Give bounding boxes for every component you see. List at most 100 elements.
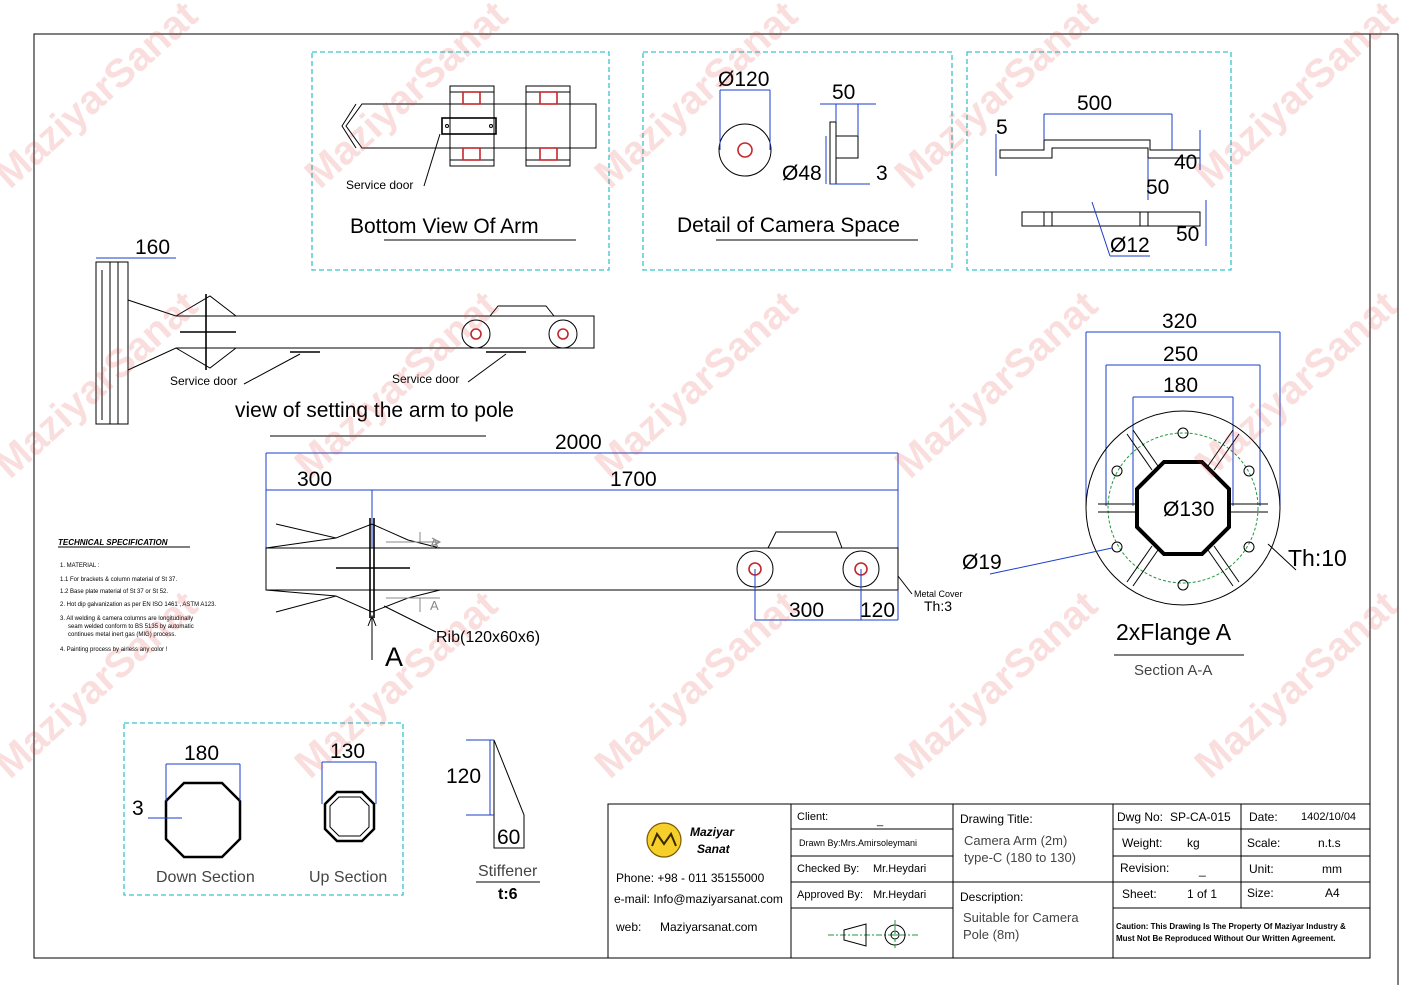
- caution-line1: Caution: This Drawing Is The Property Of…: [1116, 922, 1346, 931]
- arm-to-pole-view: 160 Service door Service door view of se…: [95, 236, 595, 437]
- arm-th3-label: Th:3: [924, 598, 952, 614]
- client-value: _: [876, 815, 884, 827]
- revision-label: Revision:: [1120, 861, 1169, 875]
- description-line2: Pole (8m): [963, 927, 1019, 942]
- sheet-value: 1 of 1: [1187, 887, 1217, 901]
- plate-h40-label: 40: [1174, 151, 1197, 174]
- size-value: A4: [1325, 886, 1340, 900]
- tech-spec-line-6: seam welded conform to BS 5135 by automa…: [68, 624, 194, 630]
- sections-frame: [123, 722, 404, 896]
- arm-metal-cover-label: Metal Cover: [914, 589, 963, 599]
- flange-d320: 320: [1162, 310, 1197, 333]
- camera-space-frame: [642, 51, 953, 271]
- detail-of-camera-space: Ø120 50 Ø48 3 Detail of Camera Space: [642, 51, 953, 271]
- approved-by-label: Approved By:: [797, 889, 863, 901]
- tech-spec-line-1: 1. MATERIAL :: [60, 563, 100, 569]
- stiffener-t6: t:6: [498, 886, 518, 903]
- flange-subtitle: Section A-A: [1134, 662, 1212, 679]
- plate-detail-frame: [966, 51, 1232, 271]
- size-label: Size:: [1247, 886, 1274, 900]
- drawing-title-line2: type-C (180 to 130): [964, 850, 1076, 865]
- flange-d19: Ø19: [962, 551, 1002, 574]
- unit-value: mm: [1322, 862, 1342, 876]
- drawing-title-label: Drawing Title:: [960, 812, 1033, 826]
- arm-pole-service-door-1: Service door: [170, 374, 237, 388]
- scale-label: Scale:: [1247, 836, 1280, 850]
- company-web: Maziyarsanat.com: [660, 920, 757, 934]
- description-label: Description:: [960, 890, 1023, 904]
- plate-detail: 500 5 40 50 Ø12 50: [966, 51, 1232, 271]
- plate-d12-label: Ø12: [1110, 234, 1150, 257]
- flange-d250: 250: [1163, 343, 1198, 366]
- plate-h5-label: 5: [996, 116, 1008, 139]
- arm-section-arrow-a1: A: [430, 536, 439, 551]
- arm-pole-title: view of setting the arm to pole: [235, 399, 514, 422]
- company-logo: Maziyar Sanat: [646, 822, 735, 858]
- flange-a-view: 320 250 180 Ø130 Ø19 Th:10 2xFlange A Se…: [962, 310, 1347, 679]
- drawing-title-line1: Camera Arm (2m): [964, 833, 1067, 848]
- plate-w500-label: 500: [1077, 92, 1112, 115]
- section-down-d180: 180: [184, 742, 219, 765]
- company-web-label: web:: [615, 920, 641, 934]
- stiffener-title: Stiffener: [478, 863, 538, 880]
- arm-section-arrow-a2: A: [430, 598, 439, 613]
- dwg-no-value: SP-CA-015: [1170, 810, 1231, 824]
- tech-spec-line-4: 2. Hot dip galvanization as per EN ISO 1…: [60, 602, 216, 608]
- client-label: Client:: [797, 811, 828, 823]
- section-up-d130: 130: [330, 740, 365, 763]
- bottom-view-title: Bottom View Of Arm: [350, 215, 539, 238]
- stiffener-w60: 60: [497, 826, 520, 849]
- date-label: Date:: [1249, 810, 1278, 824]
- arm-section-a-label: A: [385, 642, 403, 672]
- camera-space-title: Detail of Camera Space: [677, 214, 900, 237]
- tech-spec-line-8: 4. Painting process by airless any color…: [60, 647, 168, 653]
- section-t3: 3: [132, 797, 144, 820]
- company-name-line2: Sanat: [697, 842, 731, 856]
- camera-d48-label: Ø48: [782, 162, 822, 185]
- tech-spec-line-2: 1.1 For brackets & column material of St…: [60, 577, 177, 583]
- title-block: Maziyar Sanat Phone: +98 - 011 35155000 …: [607, 803, 1371, 959]
- company-phone: Phone: +98 - 011 35155000: [616, 871, 765, 885]
- stiffener-h120: 120: [446, 765, 481, 788]
- drawn-by: Drawn By:Mrs.Amirsoleymani: [799, 838, 917, 848]
- camera-w50-label: 50: [832, 81, 855, 104]
- plate-w50b-label: 50: [1176, 223, 1199, 246]
- scale-value: n.t.s: [1318, 836, 1341, 850]
- arm-pole-service-door-2: Service door: [392, 372, 459, 386]
- approved-by-value: Mr.Heydari: [873, 889, 926, 901]
- flange-d130: Ø130: [1163, 498, 1214, 521]
- plate-w50-label: 50: [1146, 176, 1169, 199]
- tech-spec-line-5: 3. All welding & camera columns are long…: [60, 616, 193, 622]
- date-value: 1402/10/04: [1301, 811, 1356, 823]
- description-line1: Suitable for Camera: [963, 910, 1079, 925]
- camera-t3-label: 3: [876, 162, 888, 185]
- stiffener-view: 120 60 Stiffener t:6: [446, 739, 540, 903]
- tech-spec-line-7: continues metal inert gas (MIG) process.: [68, 632, 176, 638]
- projection-symbol: [828, 920, 918, 950]
- down-up-sections: 180 3 Down Section 130 Up Section: [123, 722, 404, 896]
- checked-by-label: Checked By:: [797, 863, 859, 875]
- main-arm-view: 2000 300 1700 A A A Rib(120x60x6): [265, 431, 963, 672]
- company-email: e-mail: Info@maziyarsanat.com: [614, 892, 783, 906]
- caution-line2: Must Not Be Reproduced Without Our Writt…: [1116, 934, 1335, 943]
- unit-label: Unit:: [1249, 862, 1274, 876]
- technical-specification: TECHNICAL SPECIFICATION 1. MATERIAL : 1.…: [58, 538, 216, 653]
- weight-label: Weight:: [1122, 836, 1162, 850]
- arm-dim300: 300: [297, 468, 332, 491]
- section-down-label: Down Section: [156, 869, 255, 886]
- company-name-line1: Maziyar: [690, 825, 735, 839]
- bottom-view-service-door-label: Service door: [346, 178, 413, 192]
- arm-dim1700: 1700: [610, 468, 657, 491]
- flange-title: 2xFlange A: [1116, 619, 1232, 645]
- dwg-no-label: Dwg No:: [1117, 810, 1163, 824]
- sheet-label: Sheet:: [1122, 887, 1157, 901]
- arm-pole-dim160: 160: [135, 236, 170, 259]
- tech-spec-title: TECHNICAL SPECIFICATION: [58, 538, 168, 547]
- checked-by-value: Mr.Heydari: [873, 863, 926, 875]
- flange-d180: 180: [1163, 374, 1198, 397]
- weight-value: kg: [1187, 836, 1200, 850]
- revision-value: _: [1198, 863, 1206, 877]
- bottom-view-frame: [311, 51, 610, 271]
- arm-dim2000: 2000: [555, 431, 602, 454]
